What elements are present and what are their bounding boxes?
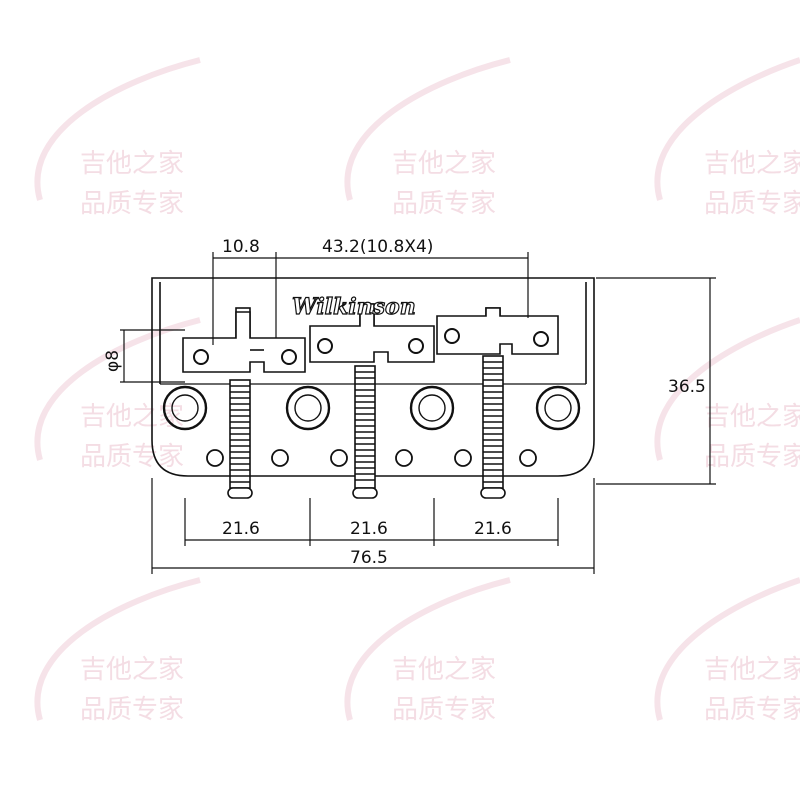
watermark-block: 吉他之家 品质专家 (654, 317, 800, 472)
dimension-lines (120, 252, 716, 574)
watermark-guitar-curve (34, 317, 201, 461)
small-hole (395, 449, 413, 467)
saddle-screw (317, 338, 333, 354)
screw-slot (352, 487, 378, 499)
saddle-left (182, 307, 306, 373)
small-hole (330, 449, 348, 467)
dim-label-height: 36.5 (668, 377, 706, 397)
spring-right (480, 355, 506, 499)
watermark-block: 吉他之家 品质专家 (34, 57, 201, 219)
watermark-block: 吉他之家 品质专家 (34, 577, 201, 725)
watermark-line1: 吉他之家 (704, 149, 800, 179)
watermark-line2: 品质专家 (704, 695, 800, 725)
small-hole (206, 449, 224, 467)
baseplate-outline (151, 277, 595, 477)
watermark-guitar-curve (654, 577, 800, 721)
saddle-screw (444, 328, 460, 344)
dim-label-diameter: φ8 (103, 350, 123, 372)
spring-left (227, 379, 253, 499)
dim-label-width-section-2: 21.6 (350, 519, 388, 539)
spring-coils (355, 371, 375, 481)
watermark-block: 吉他之家 品质专家 (344, 577, 511, 725)
watermark-line2: 品质专家 (80, 189, 184, 219)
watermark-line2: 品质专家 (704, 189, 800, 219)
watermark-line1: 吉他之家 (80, 655, 184, 685)
small-holes (206, 449, 537, 467)
small-hole (519, 449, 537, 467)
saddle-screw (281, 349, 297, 365)
dim-label-saddle-spacing: 10.8 (222, 237, 260, 257)
mounting-hole (285, 385, 331, 431)
watermark-guitar-curve (344, 577, 511, 721)
small-hole (454, 449, 472, 467)
watermark-block: 吉他之家 品质专家 (654, 57, 800, 219)
saddle-body (309, 303, 435, 363)
spring-coils (483, 361, 503, 483)
watermark-line1: 吉他之家 (392, 655, 496, 685)
saddle-screw (193, 349, 209, 365)
watermark-guitar-curve (34, 577, 201, 721)
dim-label-width-section-3: 21.6 (474, 519, 512, 539)
watermark-line1: 吉他之家 (80, 149, 184, 179)
logo-text: Wilkinson (292, 294, 416, 320)
mounting-hole (535, 385, 581, 431)
spring-coils (230, 385, 250, 483)
watermark-guitar-curve (654, 317, 800, 461)
dim-label-overall-width: 76.5 (350, 548, 388, 568)
saddle-body (436, 307, 559, 355)
watermark-block: 吉他之家 品质专家 (344, 57, 511, 219)
spring-center (352, 365, 378, 499)
watermark-line2: 品质专家 (80, 695, 184, 725)
watermark-block: 吉他之家 品质专家 (34, 317, 201, 472)
watermark-line2: 品质专家 (704, 442, 800, 472)
screw-slot (227, 487, 253, 499)
small-hole (271, 449, 289, 467)
brand-logo: Wilkinson (291, 293, 416, 320)
mounting-hole (409, 385, 455, 431)
saddle-screw (408, 338, 424, 354)
dim-label-width-section-1: 21.6 (222, 519, 260, 539)
screw-slot (480, 487, 506, 499)
watermark-line1: 吉他之家 (392, 149, 496, 179)
watermark-line2: 品质专家 (392, 695, 496, 725)
dimension-labels: 10.8 43.2(10.8X4) φ8 36.5 21.6 21.6 21.6… (103, 237, 706, 568)
saddle-center (309, 303, 435, 363)
watermark-block: 吉他之家 品质专家 (654, 577, 800, 725)
watermark-line2: 品质专家 (392, 189, 496, 219)
watermark-guitar-curve (654, 57, 800, 201)
watermark-line2: 品质专家 (80, 442, 184, 472)
watermark-line1: 吉他之家 (80, 402, 184, 432)
watermark-line1: 吉他之家 (704, 402, 800, 432)
saddle-screw (533, 331, 549, 347)
watermark-guitar-curve (344, 57, 511, 201)
saddle-body (182, 311, 306, 373)
watermark-line1: 吉他之家 (704, 655, 800, 685)
watermark-layer: 吉他之家 品质专家 吉他之家 品质专家 吉他之家 品质专家 吉他之家 品质专家 … (34, 57, 800, 725)
saddle-right (436, 307, 559, 355)
mounting-hole (162, 385, 208, 431)
watermark-guitar-curve (34, 57, 201, 201)
dim-label-total-spacing: 43.2(10.8X4) (322, 237, 433, 257)
mounting-holes (162, 385, 581, 431)
